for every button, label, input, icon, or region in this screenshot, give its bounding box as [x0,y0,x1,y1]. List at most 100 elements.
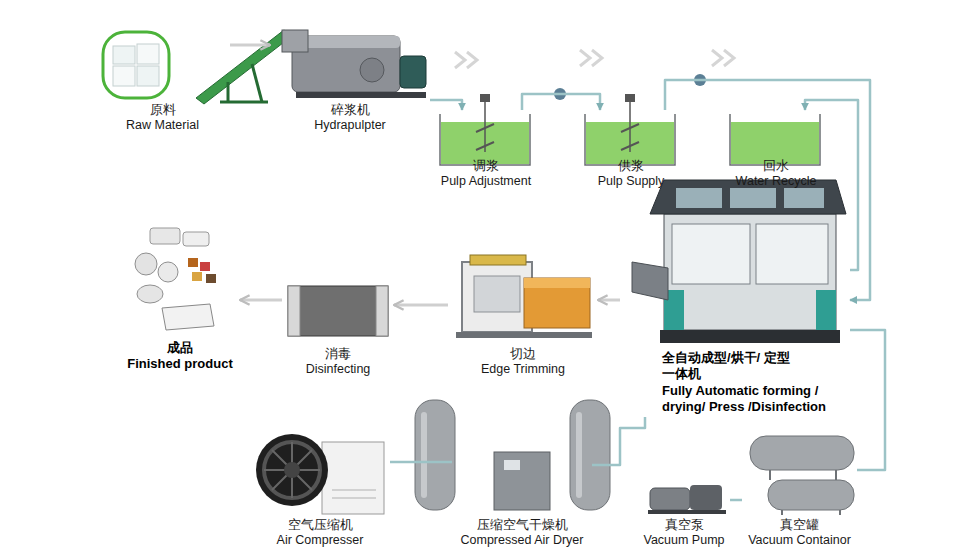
flow-arrow [230,44,270,47]
vacuum-pump [648,485,726,514]
label-group: 全自动成型/烘干/ 定型 一体机Fully Automatic forming … [620,350,850,417]
flow-arrow [598,299,620,302]
label-group: 原料Raw Material [95,103,230,136]
equipment-station: 切边Edge Trimming [448,250,598,380]
finished-products [135,253,157,275]
pulp-tank [484,100,486,152]
forming-machine [816,290,836,330]
station-label: Vacuum Pump [643,533,724,549]
pulp-tank [625,94,635,102]
finished-products [188,258,198,267]
equipment-station: 原料Raw Material [95,28,230,136]
air-compressor [322,442,384,514]
pulp-tank [585,94,675,165]
air-tank [576,412,582,498]
vacuum-container [839,510,841,515]
pulp-tank [480,94,490,102]
station-label: Finished product [127,356,232,372]
station-label: 空气压缩机 [288,518,353,534]
air-compressor [256,434,328,506]
edge-trimming-machine [462,262,532,332]
station-label: 真空泵 [665,518,704,534]
hydrapulper-machine [282,30,308,52]
flow-chevrons [712,50,734,66]
flow-chevrons [580,50,602,66]
conveyor [227,82,230,102]
equipment-station: 全自动成型/烘干/ 定型 一体机Fully Automatic forming … [620,175,850,417]
finished-products [135,228,216,330]
equipment-station: 消毒Disinfecting [282,280,394,380]
air-dryer [504,460,520,470]
station-label: 切边 [510,347,536,363]
vacuum-pump [690,485,722,510]
pipe-line [592,417,645,465]
equipment-station: 供浆Pulp Supply [577,110,685,192]
vacuum-container [835,470,837,480]
disinfecting-machine [288,286,300,336]
equipment-station: 真空罐Vacuum Containor [742,425,857,551]
conveyor [252,64,262,102]
flow-chevrons [455,52,477,68]
pipe-line [522,94,600,110]
air-compressor [284,462,300,478]
pulp-tank [629,100,631,152]
air-tank [570,400,610,510]
air-compressor [332,498,376,499]
forming-machine [632,262,668,300]
equipment-station: 调浆Pulp Adjustment [432,110,540,192]
raw-material-icon [137,66,159,86]
station-label: Hydrapulpter [314,118,386,134]
hydrapulper-machine [360,58,384,82]
label-group: 消毒Disinfecting [282,347,394,380]
forming-machine [784,188,824,208]
air-compressor [332,490,376,491]
vacuum-container [769,470,771,480]
forming-machine [660,330,840,343]
station-label: Pulp Supply [598,174,665,190]
conveyor [220,101,268,104]
forming-machine [676,188,722,208]
label-group: 供浆Pulp Supply [577,159,685,192]
raw-material-icon [137,44,159,64]
water-tank [731,122,819,164]
label-group: 成品Finished product [120,340,240,375]
label-group: 调浆Pulp Adjustment [432,159,540,192]
pipe-line [850,330,885,470]
station-label: 全自动成型/烘干/ 定型 一体机 [662,350,798,383]
disinfecting-machine [288,286,388,336]
station-label: 碎浆机 [331,103,370,119]
edge-trimming-machine [456,332,592,338]
air-tank [415,400,610,510]
station-label: Air Compresser [277,533,364,549]
air-tank [415,400,455,510]
disinfecting-machine [376,286,388,336]
air-dryer [494,452,550,510]
station-label: 压缩空气干燥机 [477,518,568,534]
raw-material-icon [113,46,135,64]
conveyor [196,30,292,104]
label-group: 压缩空气干燥机Compressed Air Dryer [452,518,592,551]
station-label: 消毒 [325,347,351,363]
finished-products [200,262,210,271]
finished-products [183,232,209,246]
station-label: Disinfecting [306,362,371,378]
station-label: 真空罐 [780,518,819,534]
station-label: Vacuum Containor [748,533,851,549]
station-label: 回水 [763,159,789,175]
pump [554,74,706,100]
pipe-line [390,461,452,464]
air-tank [421,412,427,498]
finished-products [150,228,180,244]
equipment-station: 压缩空气干燥机Compressed Air Dryer [452,445,592,551]
raw-material-icon [113,66,135,86]
station-label: Pulp Adjustment [441,174,531,190]
forming-machine [672,224,750,284]
water-tank [730,114,820,165]
finished-products [206,274,216,283]
water-tank [730,114,820,165]
equipment-station: 真空泵Vacuum Pump [638,470,730,551]
hydrapulper-machine [282,30,426,98]
station-label: Raw Material [126,118,199,134]
